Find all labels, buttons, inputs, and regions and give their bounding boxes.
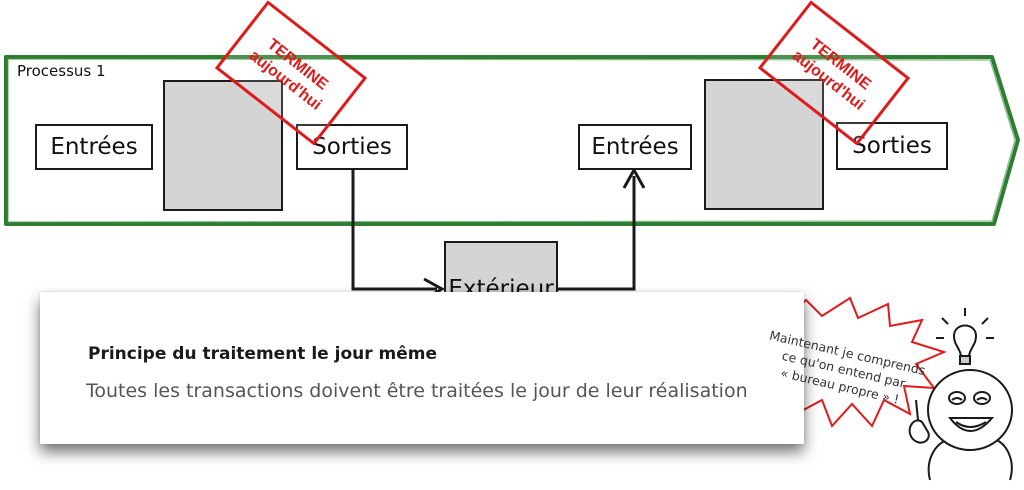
smiley-character-icon bbox=[908, 369, 1013, 481]
process-frame bbox=[4, 55, 1020, 226]
process-label: Processus 1 bbox=[17, 62, 106, 80]
output-box-2: Sorties bbox=[836, 122, 948, 170]
input-box-2: Entrées bbox=[578, 124, 692, 170]
principle-text: Toutes les transactions doivent être tra… bbox=[86, 380, 748, 402]
arrow-exterieur-to-entrees bbox=[558, 176, 636, 291]
process-frame-sketch bbox=[7, 58, 1016, 223]
principle-card: Principe du traitement le jour même Tout… bbox=[40, 292, 804, 444]
process-block-2 bbox=[704, 79, 824, 210]
lightbulb-icon bbox=[936, 308, 994, 365]
arrow-sorties-to-exterieur bbox=[351, 170, 437, 291]
input-box-1: Entrées bbox=[35, 124, 153, 170]
output-box-1: Sorties bbox=[296, 124, 408, 170]
principle-title: Principe du traitement le jour même bbox=[88, 344, 438, 364]
process-block-1 bbox=[163, 80, 283, 211]
arrowhead-up bbox=[622, 166, 646, 189]
